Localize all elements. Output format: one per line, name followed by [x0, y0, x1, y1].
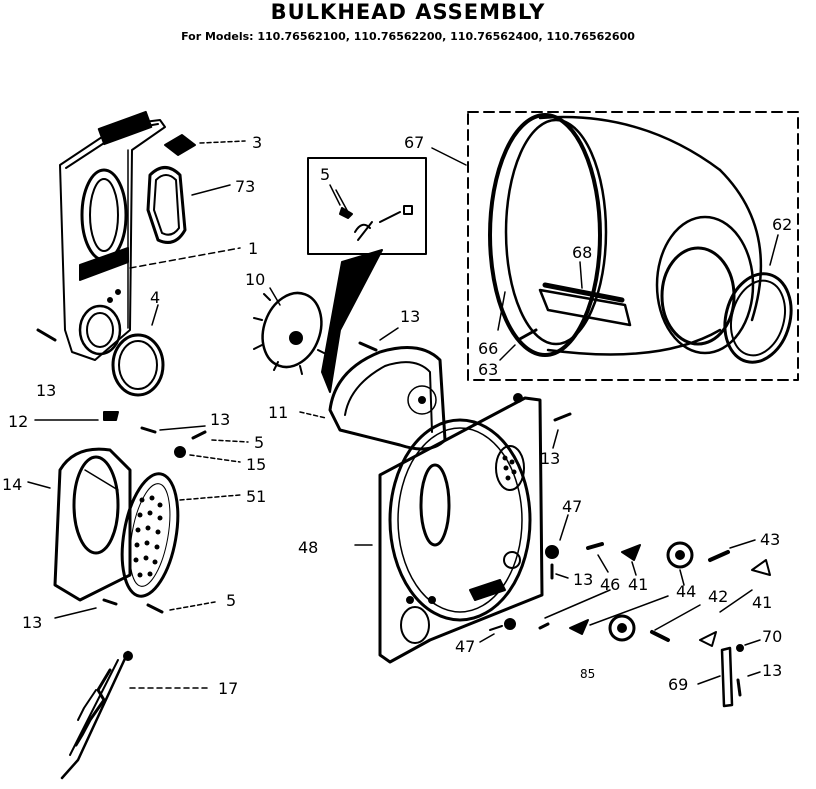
- models-line: For Models: 110.76562100, 110.76562200, …: [181, 30, 635, 43]
- callout-5-b: 5: [254, 433, 264, 452]
- part-73-gasket: [146, 166, 187, 244]
- callout-67: 67: [404, 133, 424, 152]
- callout-13-g: 13: [762, 661, 782, 680]
- part-14-door: [53, 447, 132, 602]
- part-17-rack: [60, 650, 133, 780]
- callout-15: 15: [246, 455, 266, 474]
- callout-13-c: 13: [210, 410, 230, 429]
- drum-assembly-box: [467, 111, 799, 381]
- screw-13-mid: [358, 341, 378, 352]
- part-48-bulkhead: [378, 393, 544, 664]
- belt-strip: [321, 249, 383, 393]
- screw-13-left: [36, 328, 57, 342]
- callout-73: 73: [235, 177, 255, 196]
- callout-44: 44: [676, 582, 696, 601]
- part-3-bracket: [164, 134, 196, 156]
- callout-43: 43: [760, 530, 780, 549]
- inset-box: [307, 157, 427, 255]
- callout-3: 3: [252, 133, 262, 152]
- callout-13-b: 13: [400, 307, 420, 326]
- part-4-ring: [111, 333, 165, 397]
- small-hardware-left: [102, 411, 207, 614]
- callout-4: 4: [150, 288, 160, 307]
- callout-10: 10: [245, 270, 265, 289]
- callout-12: 12: [8, 412, 28, 431]
- part-67-drum: [488, 113, 763, 357]
- part-62-ring: [723, 272, 793, 364]
- callout-13-a: 13: [36, 381, 56, 400]
- callout-41-b: 41: [752, 593, 772, 612]
- part-51-filter: [120, 472, 180, 598]
- callout-14: 14: [2, 475, 22, 494]
- screw-63: [516, 328, 538, 342]
- callout-48: 48: [298, 538, 318, 557]
- callout-85: 85: [580, 667, 595, 681]
- callout-5-c: 5: [226, 591, 236, 610]
- callout-41-a: 41: [628, 575, 648, 594]
- callout-68: 68: [572, 243, 592, 262]
- screw-13-bulkhead: [553, 412, 572, 422]
- callout-13-e: 13: [573, 570, 593, 589]
- callout-5-a: 5: [320, 165, 330, 184]
- callout-42: 42: [708, 587, 728, 606]
- part-69-70-strap: [720, 644, 744, 708]
- callout-13-d: 13: [540, 449, 560, 468]
- callout-66: 66: [478, 339, 498, 358]
- callout-69: 69: [668, 675, 688, 694]
- callout-17: 17: [218, 679, 238, 698]
- part-front-panel: [59, 110, 166, 361]
- callout-1: 1: [248, 239, 258, 258]
- callout-47-b: 47: [455, 637, 475, 656]
- callout-51: 51: [246, 487, 266, 506]
- callout-46: 46: [600, 575, 620, 594]
- part-10-impeller: [253, 291, 327, 375]
- callout-63: 63: [478, 360, 498, 379]
- callout-13-f: 13: [22, 613, 42, 632]
- callout-62: 62: [772, 215, 792, 234]
- callout-labels: 3 73 1 4 13 10 5 13 67 62 68 66 63 12 13…: [2, 133, 792, 698]
- part-11-blower-housing: [328, 346, 447, 451]
- callout-70: 70: [762, 627, 782, 646]
- callout-47-a: 47: [562, 497, 582, 516]
- callout-11: 11: [268, 403, 288, 422]
- leader-lines: [27, 140, 779, 689]
- part-68-baffle: [538, 282, 632, 327]
- roller-hardware: [489, 541, 771, 647]
- diagram-title: BULKHEAD ASSEMBLY: [270, 0, 546, 24]
